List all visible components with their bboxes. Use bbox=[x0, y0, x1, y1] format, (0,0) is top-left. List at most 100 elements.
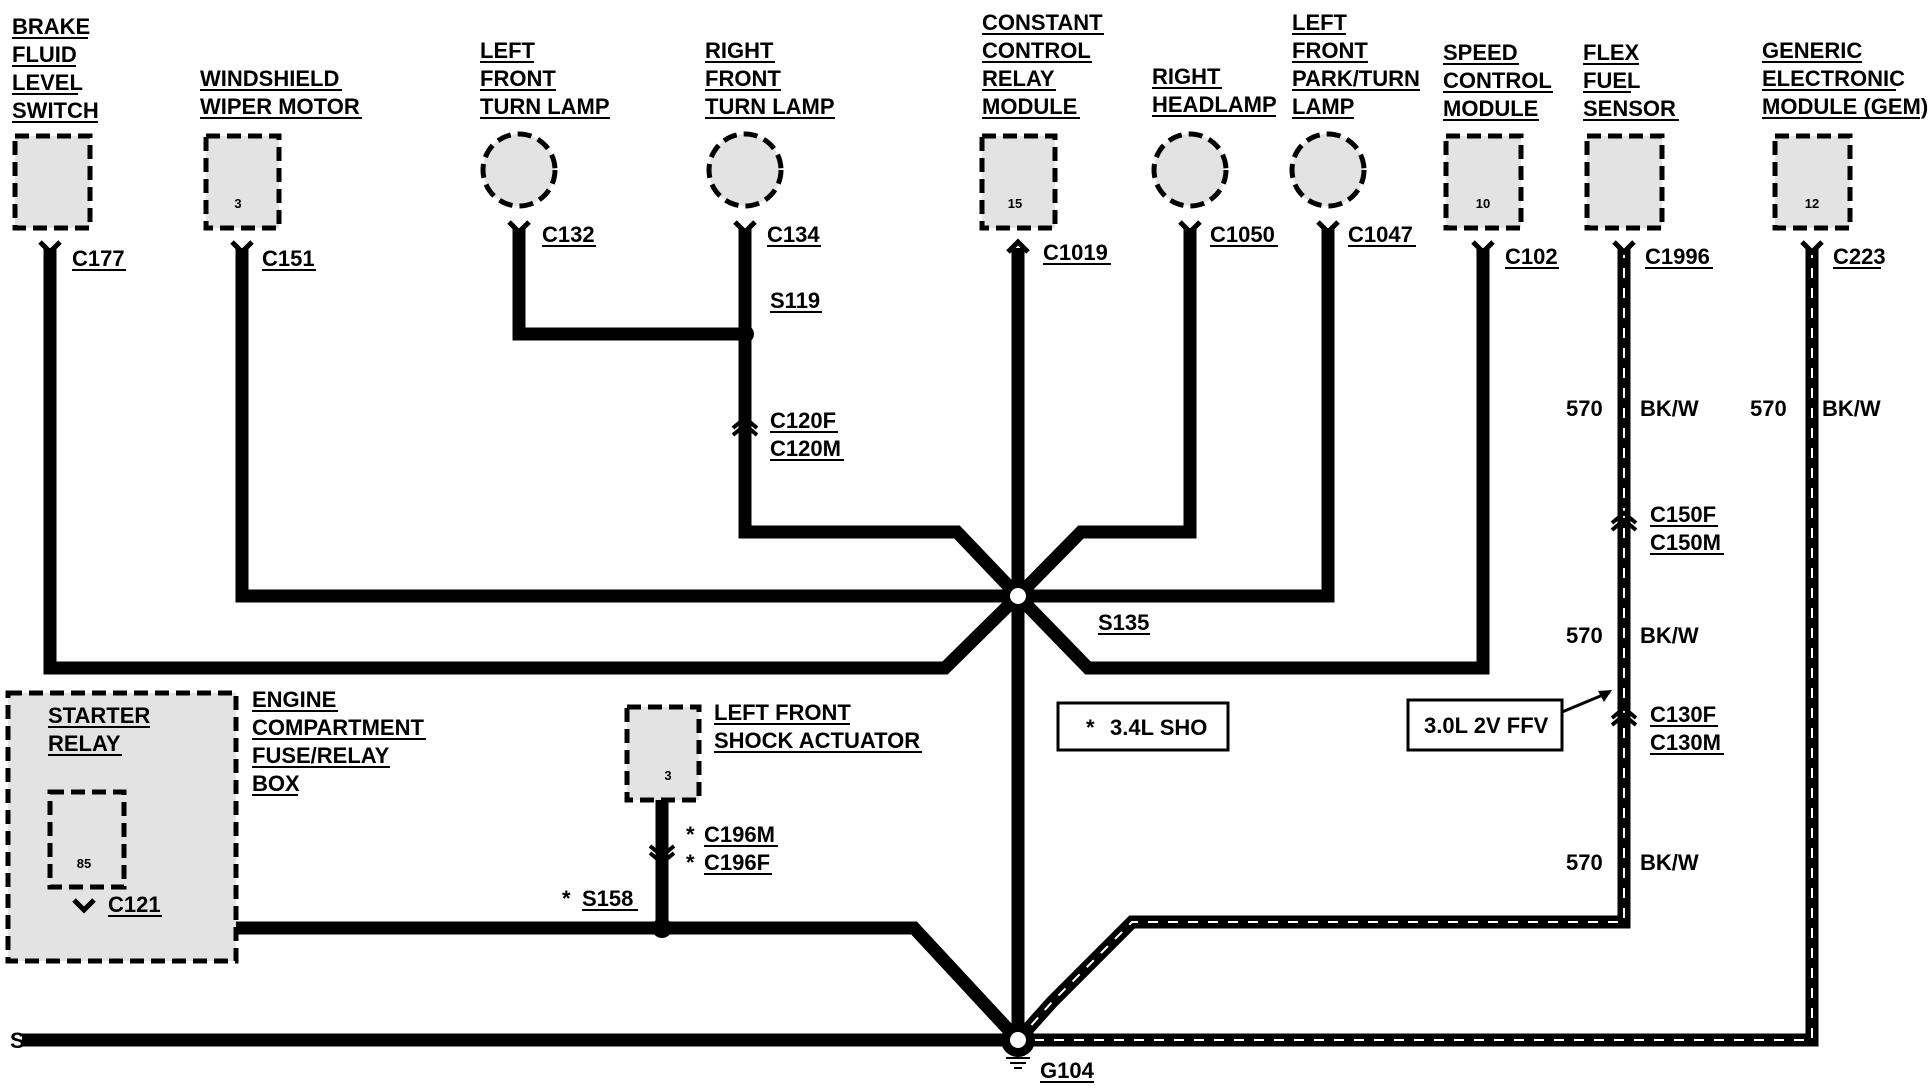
svg-text:*: * bbox=[686, 822, 695, 847]
left-front-park-turn-label: LEFT FRONT PARK/TURN LAMP bbox=[1292, 10, 1420, 119]
svg-text:LEFT: LEFT bbox=[1292, 10, 1348, 35]
wire-left-turn bbox=[512, 228, 745, 341]
svg-text:ELECTRONIC: ELECTRONIC bbox=[1762, 66, 1905, 91]
splice-s158-label: * S158 bbox=[562, 886, 638, 911]
wire-brake-fluid bbox=[43, 248, 1023, 675]
svg-text:TURN LAMP: TURN LAMP bbox=[705, 94, 835, 119]
svg-text:COMPARTMENT: COMPARTMENT bbox=[252, 715, 424, 740]
svg-text:WINDSHIELD: WINDSHIELD bbox=[200, 66, 339, 91]
svg-text:SHOCK ACTUATOR: SHOCK ACTUATOR bbox=[714, 728, 920, 753]
splice-s119 bbox=[736, 325, 754, 343]
splice-s158 bbox=[652, 918, 672, 938]
svg-text:C150M: C150M bbox=[1650, 530, 1721, 555]
flex-fuel-sensor-label: FLEX FUEL SENSOR bbox=[1583, 40, 1679, 121]
svg-text:LEVEL: LEVEL bbox=[12, 70, 83, 95]
right-headlamp-bulb bbox=[1151, 131, 1229, 209]
wire-wiper bbox=[235, 248, 1018, 603]
svg-text:PARK/TURN: PARK/TURN bbox=[1292, 66, 1420, 91]
wire-label-flex-2: 570 BK/W bbox=[1566, 623, 1699, 648]
svg-text:GENERIC: GENERIC bbox=[1762, 38, 1862, 63]
connector-c134: C134 bbox=[767, 222, 820, 247]
wire-left-park bbox=[1018, 228, 1335, 603]
starter-relay-pin: 85 bbox=[77, 856, 91, 871]
connector-c102: C102 bbox=[1505, 244, 1558, 269]
svg-text:C130F: C130F bbox=[1650, 702, 1716, 727]
inline-connector-c150: C150F C150M bbox=[1650, 502, 1724, 555]
shock-pin: 3 bbox=[664, 768, 671, 783]
note-sho-star: * bbox=[1086, 715, 1095, 740]
svg-text:LEFT FRONT: LEFT FRONT bbox=[714, 700, 851, 725]
svg-text:STARTER: STARTER bbox=[48, 703, 150, 728]
note-ffv-box bbox=[1406, 698, 1564, 752]
svg-text:LAMP: LAMP bbox=[1292, 94, 1354, 119]
speed-control-module-label: SPEED CONTROL MODULE bbox=[1443, 40, 1553, 121]
svg-text:MODULE: MODULE bbox=[1443, 96, 1538, 121]
connector-c121: C121 bbox=[108, 892, 161, 917]
ground-g104-label: G104 bbox=[1040, 1058, 1095, 1083]
wire-right-turn bbox=[738, 228, 1023, 601]
brake-fluid-switch-label: BRAKE FLUID LEVEL SWITCH bbox=[12, 14, 99, 123]
connector-c1047: C1047 bbox=[1348, 222, 1413, 247]
svg-text:RIGHT: RIGHT bbox=[1152, 64, 1221, 89]
svg-text:FUEL: FUEL bbox=[1583, 68, 1640, 93]
inline-connector-c196: * C196M * C196F bbox=[686, 822, 778, 875]
note-sho: 3.4L SHO bbox=[1110, 715, 1207, 740]
svg-text:FRONT: FRONT bbox=[480, 66, 556, 91]
svg-text:S: S bbox=[10, 1028, 25, 1053]
svg-text:BK/W: BK/W bbox=[1640, 850, 1699, 875]
wiper-motor-label: WINDSHIELD WIPER MOTOR bbox=[200, 66, 362, 119]
splice-s135-label: S135 bbox=[1098, 610, 1149, 635]
svg-text:SWITCH: SWITCH bbox=[12, 98, 99, 123]
svg-text:TURN LAMP: TURN LAMP bbox=[480, 94, 610, 119]
svg-text:BK/W: BK/W bbox=[1640, 396, 1699, 421]
svg-text:BK/W: BK/W bbox=[1640, 623, 1699, 648]
connector-c1996: C1996 bbox=[1645, 244, 1710, 269]
left-park-lamp-bulb bbox=[1289, 131, 1367, 209]
speed-control-pin: 10 bbox=[1476, 196, 1490, 211]
svg-text:RELAY: RELAY bbox=[982, 66, 1055, 91]
note-ffv: 3.0L 2V FFV bbox=[1424, 713, 1549, 738]
right-turn-lamp-bulb bbox=[706, 131, 784, 209]
svg-text:C196F: C196F bbox=[704, 850, 770, 875]
svg-text:FRONT: FRONT bbox=[1292, 38, 1368, 63]
svg-text:570: 570 bbox=[1566, 396, 1603, 421]
fuse-relay-box-label: ENGINE COMPARTMENT FUSE/RELAY BOX bbox=[252, 687, 426, 796]
svg-text:LEFT: LEFT bbox=[480, 38, 536, 63]
flex-fuel-box bbox=[1584, 133, 1665, 231]
svg-text:C150F: C150F bbox=[1650, 502, 1716, 527]
svg-text:RIGHT: RIGHT bbox=[705, 38, 774, 63]
svg-text:CONTROL: CONTROL bbox=[982, 38, 1091, 63]
connector-c132: C132 bbox=[542, 222, 595, 247]
note-sho-box bbox=[1056, 701, 1230, 752]
svg-text:FLEX: FLEX bbox=[1583, 40, 1640, 65]
svg-text:C196M: C196M bbox=[704, 822, 775, 847]
wire-label-flex-3: 570 BK/W bbox=[1566, 850, 1699, 875]
svg-text:FLUID: FLUID bbox=[12, 42, 77, 67]
svg-text:BK/W: BK/W bbox=[1822, 396, 1881, 421]
svg-text:ENGINE: ENGINE bbox=[252, 687, 336, 712]
svg-text:CONSTANT: CONSTANT bbox=[982, 10, 1103, 35]
svg-text:MODULE (GEM): MODULE (GEM) bbox=[1762, 94, 1928, 119]
svg-text:FUSE/RELAY: FUSE/RELAY bbox=[252, 743, 390, 768]
svg-text:BRAKE: BRAKE bbox=[12, 14, 90, 39]
shock-actuator-box bbox=[624, 704, 702, 803]
svg-text:RELAY: RELAY bbox=[48, 731, 121, 756]
svg-text:C120M: C120M bbox=[770, 436, 841, 461]
connector-c223: C223 bbox=[1833, 244, 1886, 269]
right-headlamp-label: RIGHT HEADLAMP bbox=[1152, 64, 1277, 117]
inline-connector-c120: C120F C120M bbox=[770, 408, 844, 461]
wire-right-headlamp bbox=[1013, 228, 1197, 601]
svg-text:BOX: BOX bbox=[252, 771, 300, 796]
svg-text:*: * bbox=[562, 886, 571, 911]
inline-connector-c130: C130F C130M bbox=[1650, 702, 1724, 755]
svg-text:FRONT: FRONT bbox=[705, 66, 781, 91]
ccrm-label: CONSTANT CONTROL RELAY MODULE bbox=[982, 10, 1104, 119]
svg-text:SENSOR: SENSOR bbox=[1583, 96, 1676, 121]
svg-text:HEADLAMP: HEADLAMP bbox=[1152, 92, 1277, 117]
svg-text:570: 570 bbox=[1566, 850, 1603, 875]
wiper-motor-box bbox=[203, 133, 282, 231]
svg-text:CONTROL: CONTROL bbox=[1443, 68, 1552, 93]
svg-text:SPEED: SPEED bbox=[1443, 40, 1518, 65]
starter-relay-label: STARTER RELAY bbox=[48, 703, 150, 756]
